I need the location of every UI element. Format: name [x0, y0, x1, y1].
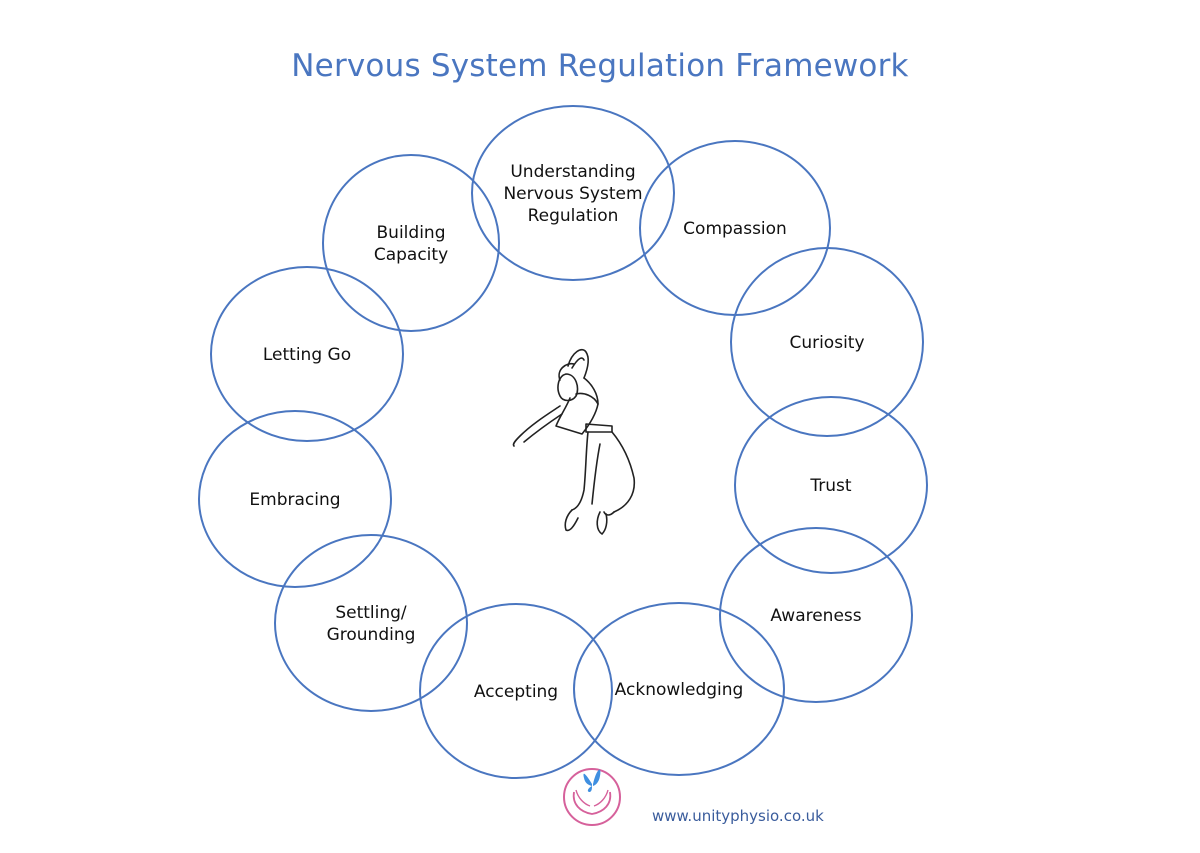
- circle-embracing: [198, 410, 392, 588]
- jumping-dancer-icon: [512, 348, 636, 535]
- label-acknowledging: Acknowledging: [615, 680, 744, 700]
- circle-trust: [734, 396, 928, 574]
- label-understanding: Understanding: [510, 162, 635, 182]
- label-letting-go: Letting Go: [263, 345, 351, 365]
- label-awareness: Awareness: [770, 606, 861, 626]
- circle-building-capacity: [322, 154, 500, 332]
- circle-understanding: [471, 105, 675, 281]
- label-accepting: Accepting: [474, 682, 558, 702]
- label-understanding: Nervous System: [503, 184, 642, 204]
- label-building-capacity: Capacity: [374, 245, 448, 265]
- page-title: Nervous System Regulation Framework: [291, 48, 909, 84]
- circle-accepting: [419, 603, 613, 779]
- butterfly-icon: [583, 769, 601, 792]
- circle-letting-go: [210, 266, 404, 442]
- circle-acknowledging: [573, 602, 785, 776]
- label-building-capacity: Building: [377, 223, 446, 243]
- label-curiosity: Curiosity: [789, 333, 864, 353]
- label-settling-grounding: Grounding: [327, 625, 416, 645]
- label-understanding: Regulation: [528, 206, 619, 226]
- label-trust: Trust: [809, 476, 852, 496]
- circle-curiosity: [730, 247, 924, 437]
- circle-awareness: [719, 527, 913, 703]
- label-compassion: Compassion: [683, 219, 787, 239]
- circle-ring: [198, 105, 928, 779]
- unity-logo: [563, 768, 621, 826]
- label-embracing: Embracing: [249, 490, 340, 510]
- label-settling-grounding: Settling/: [335, 603, 407, 623]
- circle-settling-grounding: [274, 534, 468, 712]
- website-link[interactable]: www.unityphysio.co.uk: [652, 807, 824, 825]
